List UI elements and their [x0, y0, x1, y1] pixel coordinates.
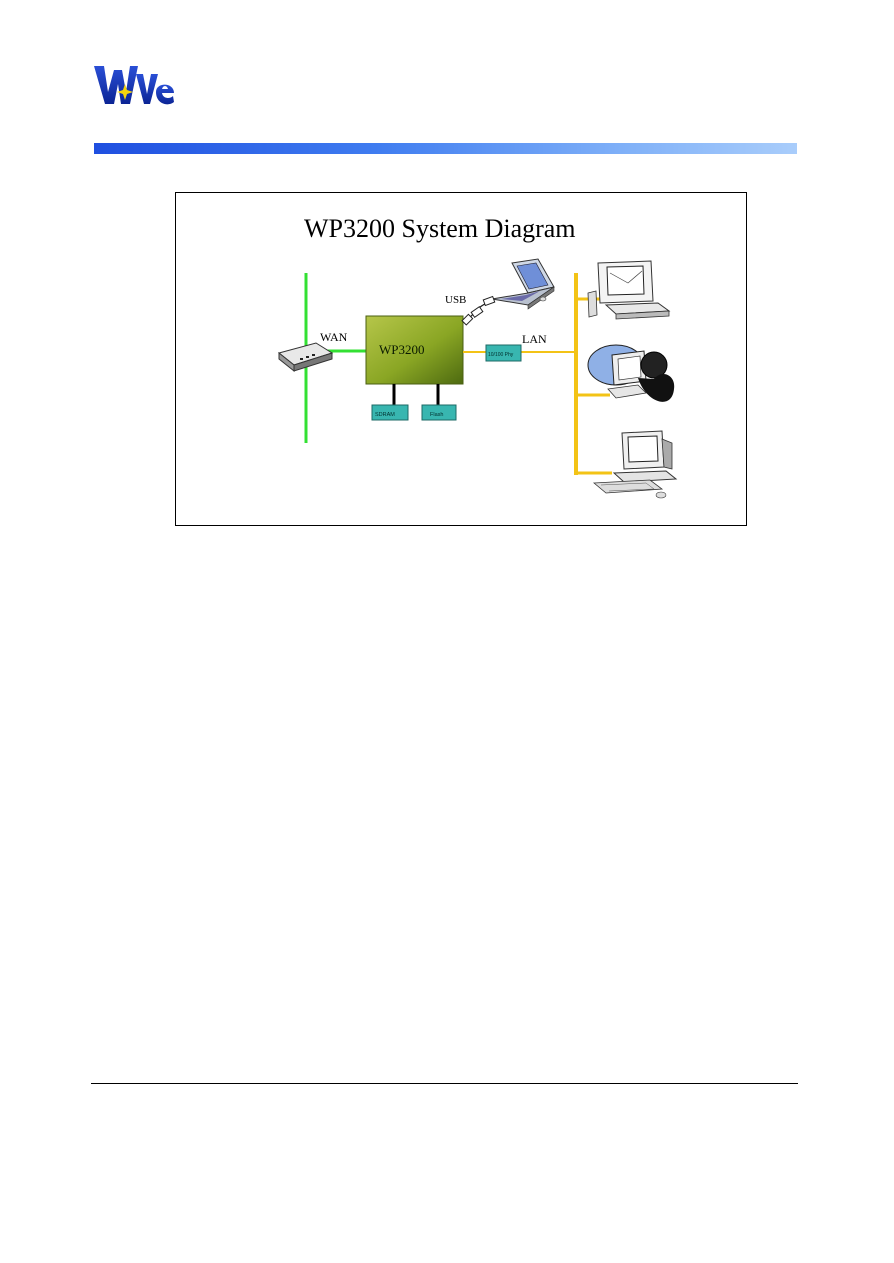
wan-label: WAN — [320, 330, 348, 344]
flash-chip — [421, 404, 457, 421]
usb-label: USB — [445, 294, 466, 306]
modem-icon — [277, 342, 334, 373]
footer-rule — [91, 1083, 798, 1084]
system-diagram-svg: WP3200 System Diagram WAN WP3200 SDRAM F… — [277, 214, 678, 499]
diagram-title: WP3200 System Diagram — [304, 214, 576, 243]
pc-monitor-icon-1 — [587, 260, 671, 320]
lan-label: LAN — [522, 332, 547, 346]
phy-chip-label: 10/100 Phy — [488, 352, 514, 358]
system-diagram-figure: WP3200 System Diagram WAN WP3200 SDRAM F… — [175, 192, 747, 526]
user-at-pc-icon — [587, 344, 675, 402]
header-gradient-bar — [94, 143, 797, 154]
phy-chip — [485, 344, 522, 362]
wp3200-core-block — [365, 315, 464, 385]
pc-monitor-icon-3 — [592, 430, 678, 499]
usb-cable-icon — [461, 295, 496, 326]
wp3200-core-label: WP3200 — [379, 342, 425, 357]
flash-chip-label: Flash — [430, 412, 443, 418]
laptop-icon — [491, 258, 555, 310]
sdram-chip-label: SDRAM — [375, 412, 395, 418]
sdram-chip — [371, 404, 409, 421]
wave-logo — [94, 66, 174, 105]
